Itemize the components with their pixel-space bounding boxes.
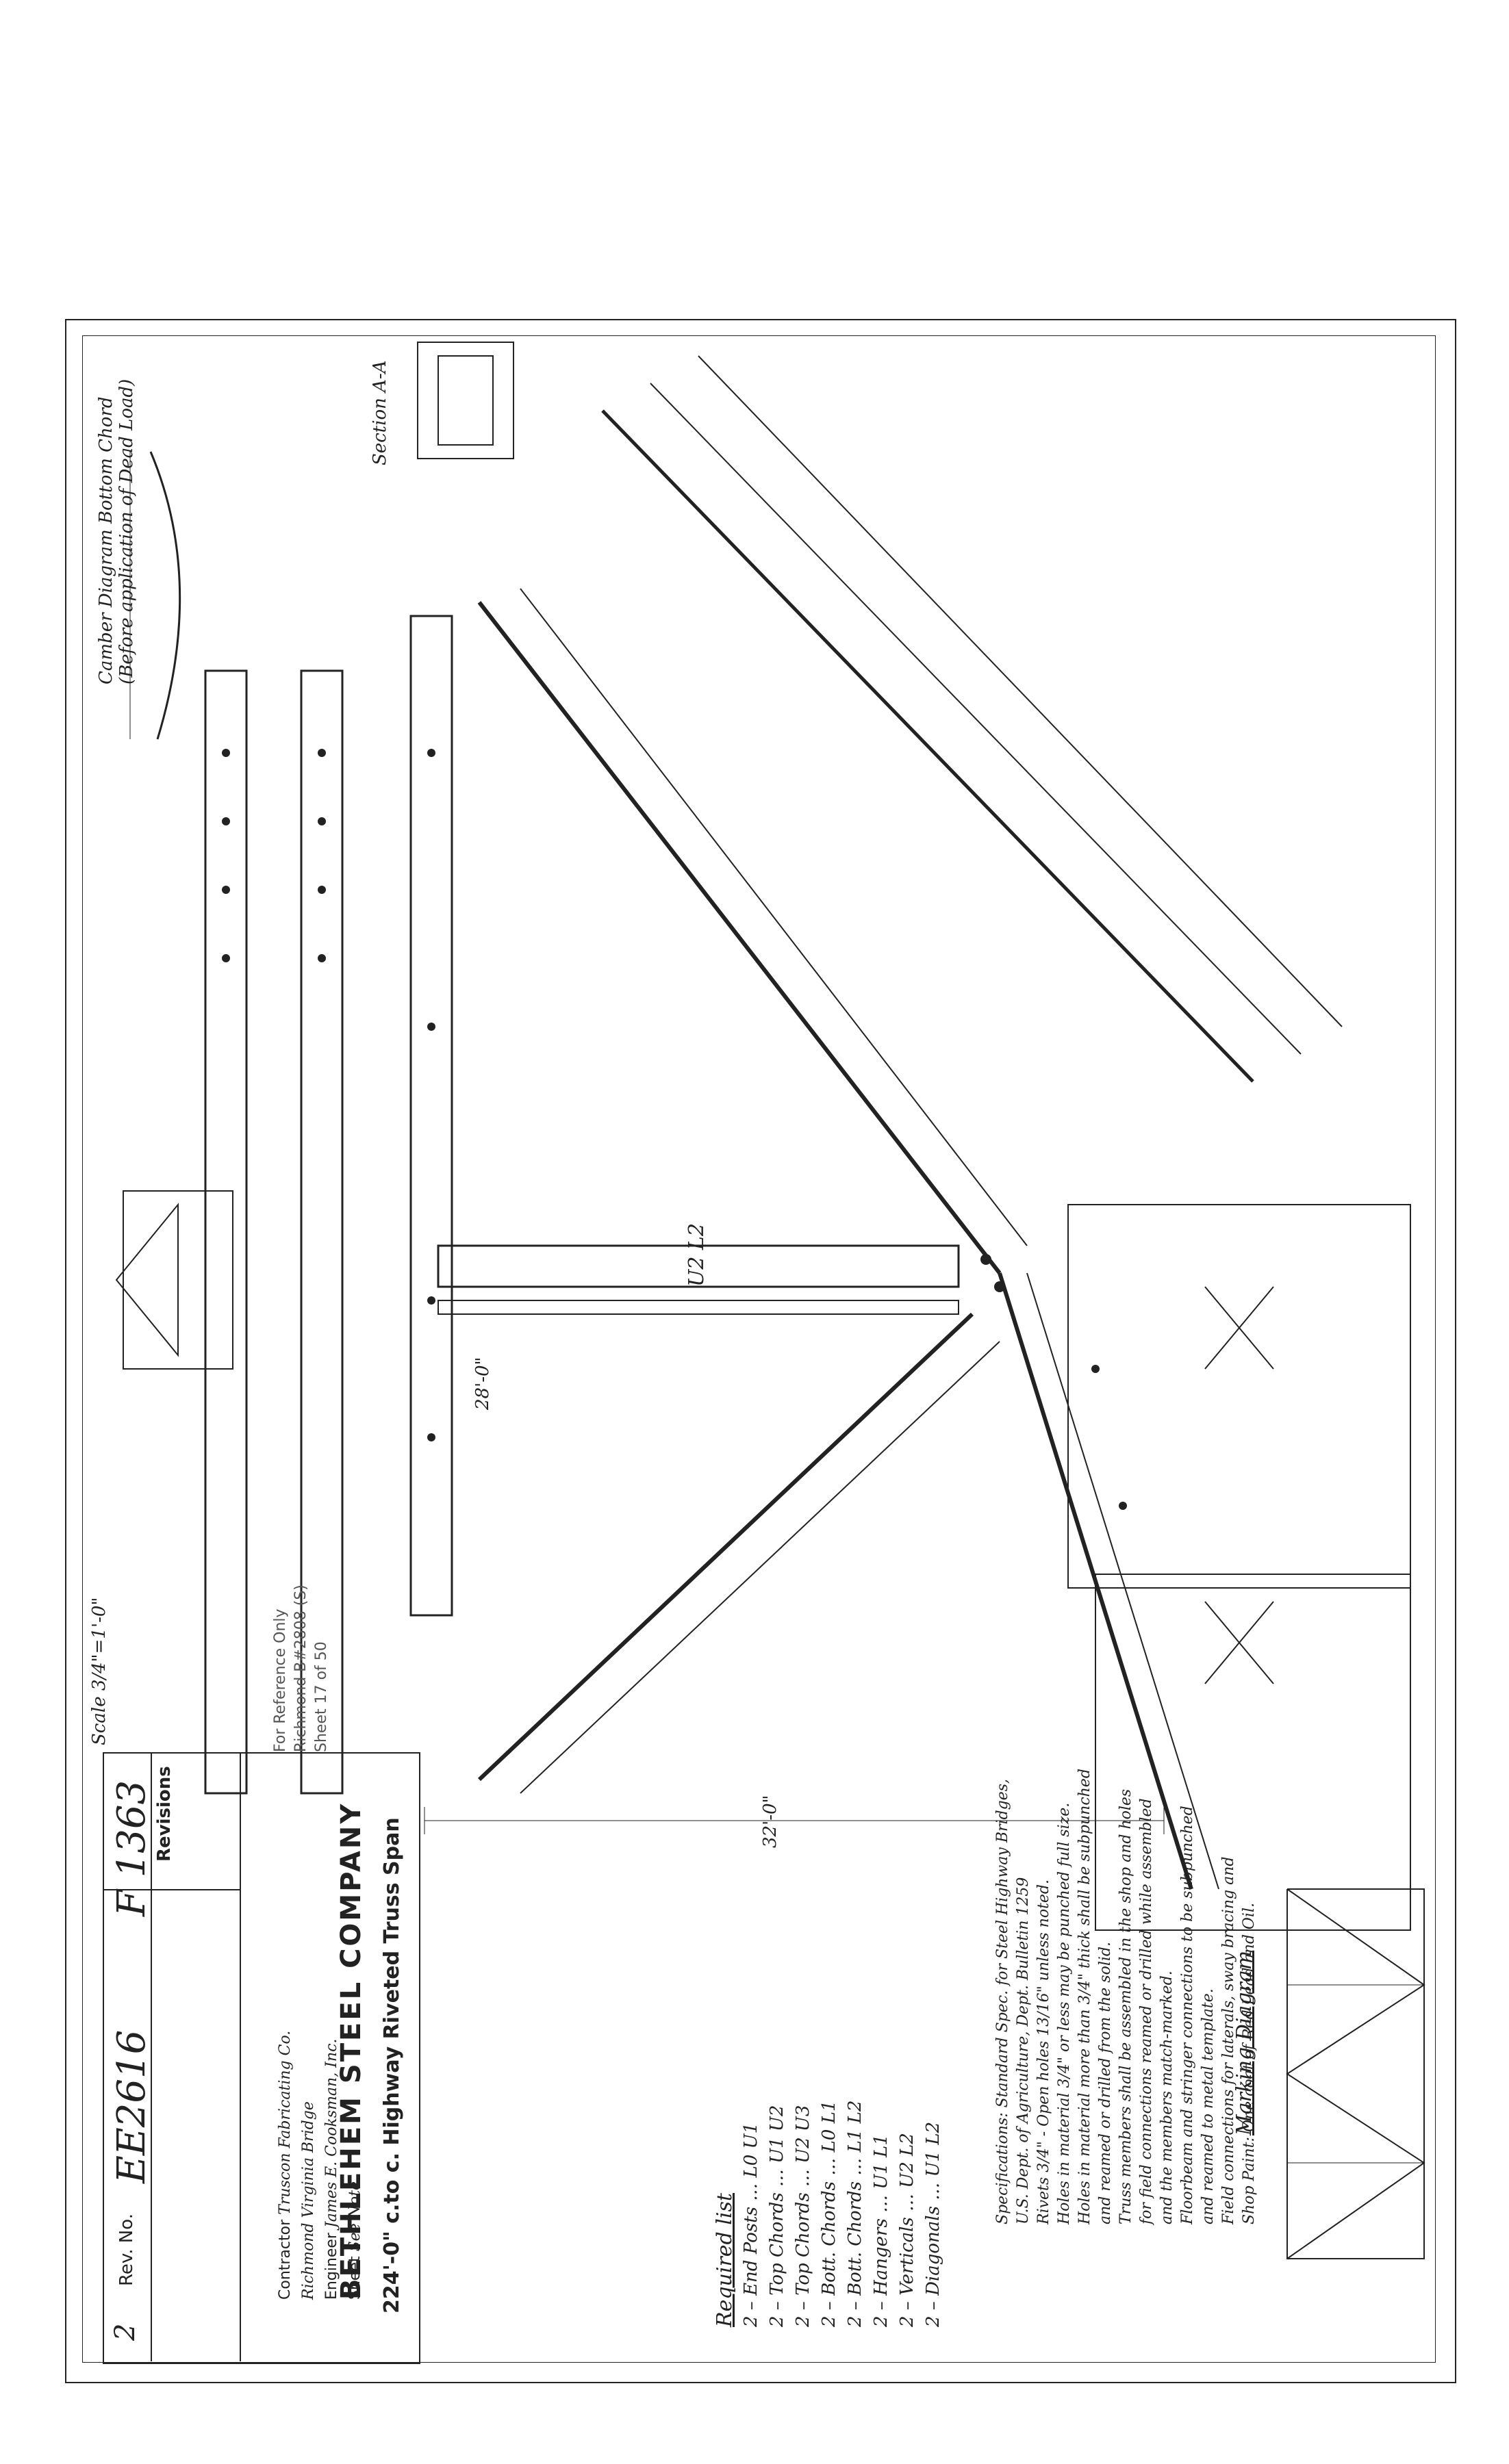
item-name: Bott. Chords <box>819 2181 839 2296</box>
vertical-label: U2 L2 <box>685 1223 709 1287</box>
location-value: Richmond Virginia Bridge <box>300 2101 317 2300</box>
revision-label: Rev. No. <box>116 2213 137 2286</box>
scale-note: Scale 3/4"=1'-0" <box>89 1597 110 1745</box>
item-qty: 2 <box>819 2315 839 2327</box>
item-name: Diagonals <box>923 2206 943 2296</box>
title-block-divider <box>240 1752 241 2361</box>
item-name: Top Chords <box>767 2192 787 2296</box>
list-item: 2 – Hangers … U1 L1 <box>871 2134 891 2327</box>
bottom-chord-c <box>409 615 453 1617</box>
drawing-number: EE2616 <box>110 2029 154 2183</box>
item-mark: U1 U2 <box>767 2105 787 2164</box>
spec-line: Holes in material 3/4" or less may be pu… <box>1056 1802 1073 2224</box>
list-item: 2 – Bott. Chords … L1 L2 <box>845 2100 865 2327</box>
spec-line: for field connections reamed or drilled … <box>1138 1798 1155 2224</box>
sheet-value: See Note <box>346 2181 364 2252</box>
panel-dimension: 28'-0" <box>472 1357 493 1410</box>
specifications-note: Specifications: Standard Spec. for Steel… <box>993 1769 1260 2224</box>
contractor-label: Contractor <box>277 2219 294 2300</box>
item-qty: 2 <box>923 2315 943 2327</box>
item-mark: L0 L1 <box>819 2100 839 2153</box>
item-mark: U1 L1 <box>871 2134 891 2190</box>
engineer-value: James E. Cooksman, Inc. <box>323 2038 340 2229</box>
spec-line: Specifications: Standard Spec. for Steel… <box>994 1778 1011 2224</box>
title-block-divider <box>151 1752 152 2361</box>
reference-line1: For Reference Only <box>272 1608 289 1752</box>
item-mark: L0 U1 <box>741 2122 761 2178</box>
required-list-title: Required list <box>713 2193 737 2327</box>
engineer-label: Engineer <box>323 2233 340 2300</box>
sheet-label: Sheet <box>346 2256 364 2300</box>
project-title: 224'-0" c.to c. Highway Riveted Truss Sp… <box>380 1817 404 2313</box>
revision-number: 2 <box>110 2323 141 2341</box>
marking-diagram-title: Marking Diagram <box>1232 1950 1256 2135</box>
item-qty: 2 <box>767 2315 787 2327</box>
inner-frame <box>82 335 1436 2363</box>
bottom-chord-a <box>204 669 248 1795</box>
bottom-chord-b <box>300 669 344 1795</box>
item-mark: U2 U3 <box>793 2105 813 2164</box>
overall-dimension: 32'-0" <box>760 1795 781 1848</box>
item-name: Verticals <box>897 2217 917 2296</box>
item-qty: 2 <box>845 2315 865 2327</box>
section-label: Section A-A <box>370 360 390 465</box>
spec-line: Holes in material more than 3/4" thick s… <box>1076 1769 1093 2224</box>
title-block-divider <box>103 1889 240 1890</box>
list-item: 2 – Top Chords … U2 U3 <box>793 2105 813 2327</box>
item-name: End Posts <box>741 2207 761 2296</box>
contractor-value: Truscon Fabricating Co. <box>277 2030 294 2215</box>
reference-line2: Richmond B#2808 (S) <box>292 1584 309 1752</box>
item-mark: U2 L2 <box>897 2133 917 2188</box>
item-qty: 2 <box>741 2315 761 2327</box>
item-qty: 2 <box>793 2315 813 2327</box>
reference-note: For Reference Only Richmond B#2808 (S) S… <box>270 1584 332 1752</box>
list-item: 2 – Bott. Chords … L0 L1 <box>819 2100 839 2327</box>
list-item: 2 – Verticals … U2 L2 <box>897 2133 917 2327</box>
item-qty: 2 <box>897 2315 917 2327</box>
sheet-border <box>65 319 1456 2383</box>
item-qty: 2 <box>871 2315 891 2327</box>
reference-line3: Sheet 17 of 50 <box>313 1641 330 1752</box>
list-item: 2 – End Posts … L0 U1 <box>741 2122 761 2327</box>
required-list: Required list 2 – End Posts … L0 U1 2 – … <box>712 2101 946 2327</box>
item-mark: U1 L2 <box>923 2121 943 2177</box>
item-name: Top Chords <box>793 2192 813 2296</box>
spec-line: Truss members shall be assembled in the … <box>1117 1788 1134 2224</box>
list-item: 2 – Diagonals … U1 L2 <box>923 2121 943 2327</box>
list-item: 2 – Top Chords … U1 U2 <box>767 2105 787 2327</box>
spec-line: and the members match-marked. <box>1158 1971 1176 2224</box>
spec-line: and reamed or drilled from the solid. <box>1097 1942 1114 2224</box>
spec-line: Floorbeam and stringer connections to be… <box>1179 1806 1196 2224</box>
item-name: Hangers <box>871 2218 891 2296</box>
revisions-header: Revisions <box>154 1766 175 1862</box>
spec-line: and reamed to metal template. <box>1200 1988 1217 2224</box>
camber-note-line1: Camber Diagram Bottom Chord <box>96 396 116 684</box>
camber-note-line2: (Before application of Dead Load) <box>116 378 137 684</box>
title-block <box>103 1752 420 2364</box>
spec-line: U.S. Dept. of Agriculture, Dept. Bulleti… <box>1015 1877 1032 2224</box>
title-block-details: Contractor Truscon Fabricating Co. Richm… <box>274 2031 367 2300</box>
item-mark: L1 L2 <box>845 2100 865 2153</box>
order-number: F 1363 <box>110 1780 154 1916</box>
item-name: Bott. Chords <box>845 2181 865 2296</box>
spec-line: Rivets 3/4" - Open holes 13/16" unless n… <box>1035 1879 1052 2224</box>
camber-note: Camber Diagram Bottom Chord (Before appl… <box>96 379 137 684</box>
